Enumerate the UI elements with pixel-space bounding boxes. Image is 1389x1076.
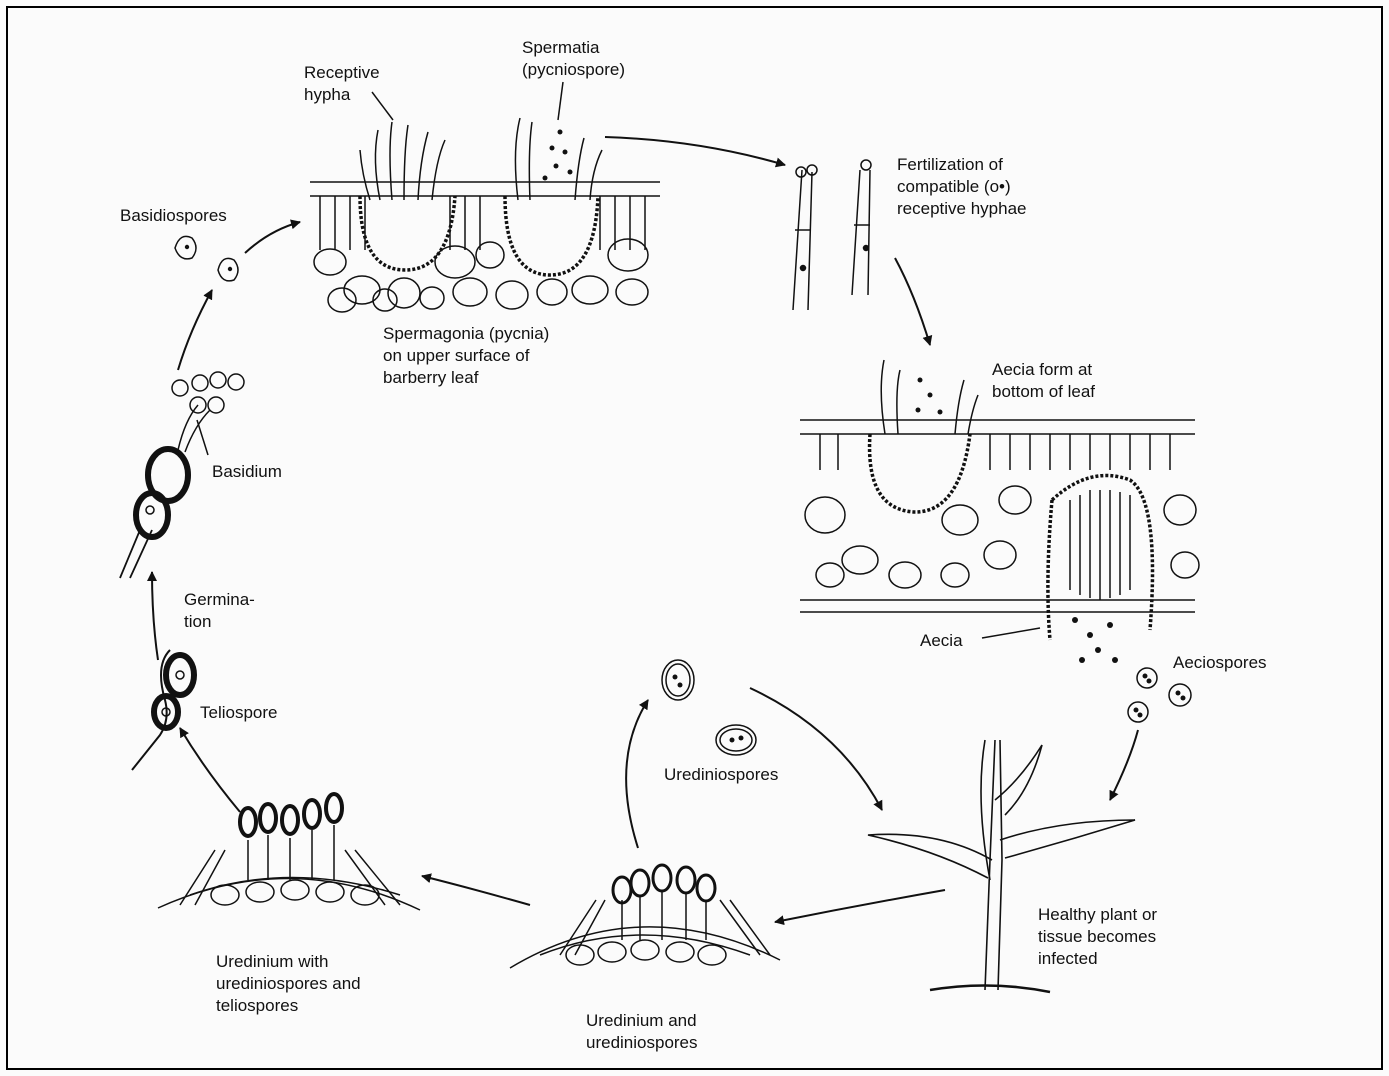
spermatia-label: Spermatia (pycniospore): [522, 37, 625, 81]
aecia-label: Aecia: [920, 630, 963, 652]
arrow-teliospore-to-germination: [152, 572, 158, 660]
spermagonia-leaf-section: [310, 118, 660, 312]
uredinium-teliospores-label: Uredinium with urediniospores and telios…: [216, 951, 361, 1017]
arrow-fertilization-to-aecia: [895, 258, 930, 345]
uredinium-telia-section: [158, 794, 420, 910]
cycle-arrows: [152, 137, 1138, 922]
arrow-telia-to-teliospore: [180, 728, 240, 812]
arrow-spermatia-to-fertilization: [605, 137, 785, 165]
receptive-hyphae: [360, 118, 602, 200]
arrow-basidiospores-to-spermagonia: [245, 222, 300, 253]
aeciospores-label: Aeciospores: [1173, 652, 1267, 674]
arrow-aeciospores-to-plant: [1110, 730, 1138, 800]
spermatia-dots: [543, 130, 573, 181]
uredinium-urediniospores-label: Uredinium and urediniospores: [586, 1010, 698, 1054]
fertilization-label: Fertilization of compatible (o•) recepti…: [897, 154, 1026, 220]
arrow-uredinium-to-telia: [422, 876, 530, 905]
arrow-urediniospores-to-plant: [750, 688, 882, 810]
arrow-basidium-to-basidiospores: [178, 290, 212, 370]
mesophyll-cells: [314, 239, 648, 312]
basidium-label: Basidium: [212, 461, 282, 483]
arrow-plant-to-uredinium: [775, 890, 945, 922]
diagram-border: [7, 7, 1382, 1069]
germination-label: Germina- tion: [184, 589, 255, 633]
basidiospores-label: Basidiospores: [120, 205, 227, 227]
receptive-hypha-label: Receptive hypha: [304, 62, 380, 106]
urediniospores-label: Urediniospores: [664, 764, 778, 786]
aecia-form-label: Aecia form at bottom of leaf: [992, 359, 1095, 403]
aeciospores-group: [1128, 668, 1191, 722]
spermagonia-label: Spermagonia (pycnia) on upper surface of…: [383, 323, 549, 389]
teliospore-label: Teliospore: [200, 702, 278, 724]
teliospore-figure: [132, 650, 194, 770]
uredinium-section: [510, 865, 780, 968]
fertilized-receptive-hyphae: [793, 160, 871, 310]
basidiospores-figure: [175, 236, 238, 281]
urediniospores-group: [662, 660, 756, 755]
aecia-leaf-section: [800, 360, 1199, 663]
healthy-plant-label: Healthy plant or tissue becomes infected: [1038, 904, 1157, 970]
arrow-uredinium-to-urediniospores: [626, 700, 648, 848]
